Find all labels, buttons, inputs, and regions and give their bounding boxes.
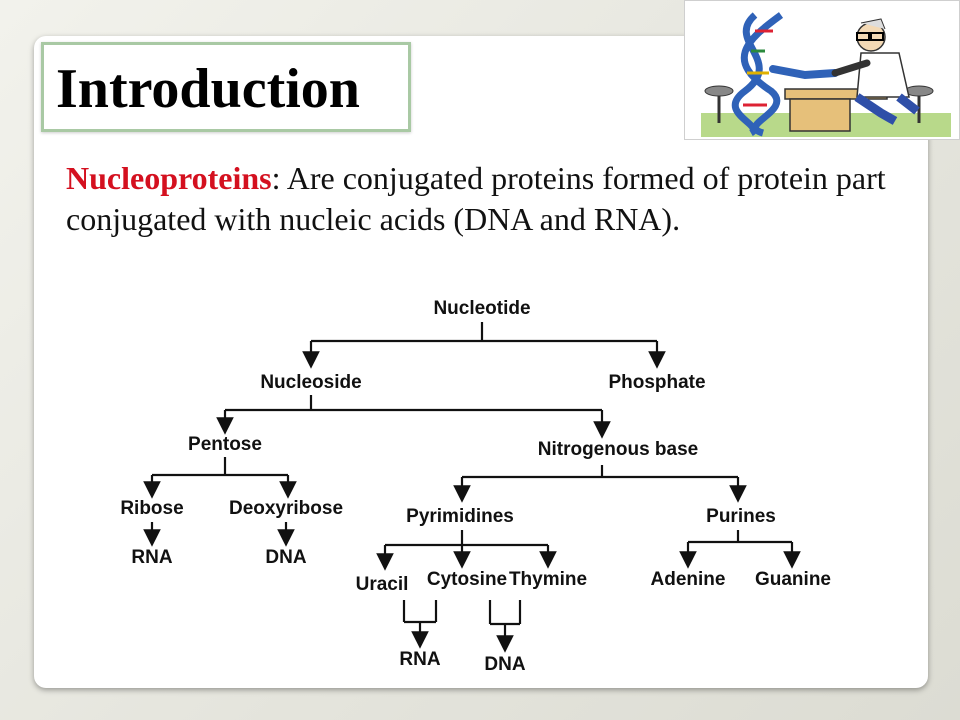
node-deoxyribose: Deoxyribose [229,498,343,519]
node-thymine: Thymine [509,569,587,590]
slide-panel [34,36,928,688]
term-nucleoproteins: Nucleoproteins [66,160,272,196]
node-deoxyribose-dna: DNA [265,547,306,568]
node-purines: Purines [706,506,776,527]
node-guanine: Guanine [755,569,831,590]
node-ribose: Ribose [120,498,183,519]
node-ribose-rna: RNA [131,547,172,568]
node-pyrimidines: Pyrimidines [406,506,514,527]
node-rna-output: RNA [399,649,440,670]
node-adenine: Adenine [651,569,726,590]
node-phosphate: Phosphate [608,372,705,393]
node-dna-output: DNA [484,654,525,675]
node-cytosine: Cytosine [427,569,507,590]
slide-title: Introduction [56,58,360,120]
definition-text: : Are conjugated proteins formed of prot… [66,160,886,237]
node-pentose: Pentose [188,434,262,455]
node-uracil: Uracil [356,574,409,595]
dna-scientist-illustration [684,0,960,140]
title-box: Introduction [41,42,411,132]
node-nucleotide: Nucleotide [433,298,530,319]
node-nucleoside: Nucleoside [260,372,361,393]
definition-paragraph: Nucleoproteins: Are conjugated proteins … [66,158,896,240]
node-nitrogenous-base: Nitrogenous base [538,439,698,460]
